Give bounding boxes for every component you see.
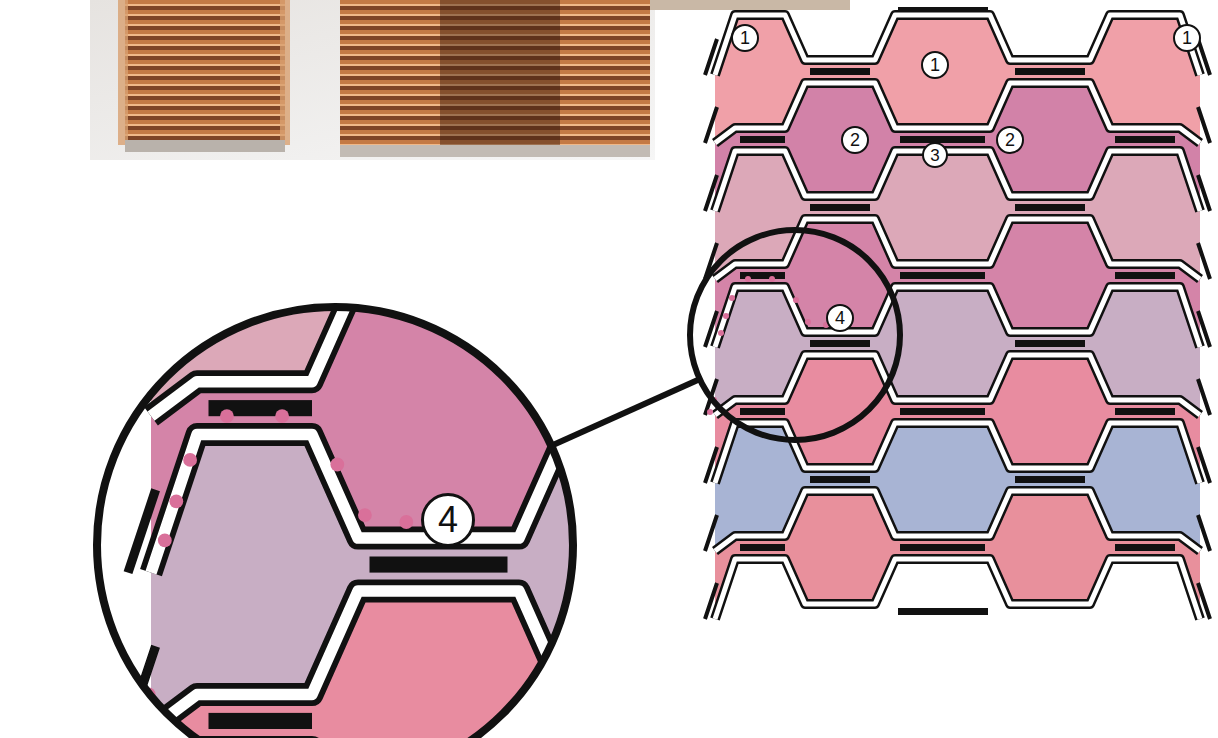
- contact-bar: [810, 340, 1085, 347]
- callout-number: 2: [996, 126, 1024, 154]
- callout-number: 4: [421, 493, 475, 547]
- zoom-view: [95, 0, 1218, 738]
- sheet-core: [715, 15, 1200, 619]
- callout-number: 3: [922, 142, 948, 168]
- zoom-leader: [553, 379, 700, 445]
- fin-edge: [280, 0, 290, 145]
- photo-strip: [650, 0, 850, 10]
- fin-block-photo: [340, 0, 650, 150]
- callout-number: 1: [1173, 24, 1201, 52]
- fluid-band: [715, 423, 1200, 558]
- callout-number: 1: [921, 51, 949, 79]
- contact-bar: [810, 204, 1085, 211]
- zoom-circle: [97, 307, 573, 738]
- contact-bar: [740, 408, 1175, 415]
- fin-edge: [118, 0, 128, 145]
- edge-strips: [705, 39, 1210, 619]
- fluid-band: [715, 287, 1200, 422]
- fin-base: [340, 145, 650, 157]
- detail-circle: [690, 230, 900, 440]
- callout-number: 1: [731, 24, 759, 52]
- fluid-band: [715, 15, 1200, 150]
- droplet-dots: [707, 276, 829, 415]
- photo-background: [90, 0, 655, 160]
- fluid-band: [715, 151, 1200, 286]
- fin-block-photo: [125, 0, 285, 145]
- contact-bar: [810, 476, 1085, 483]
- background-fill: [715, 559, 1200, 694]
- contact-bar: [898, 608, 988, 615]
- contact-bar: [740, 544, 1175, 551]
- fin-shadow: [440, 0, 560, 150]
- callout-number: 4: [826, 304, 854, 332]
- fin-base: [125, 140, 285, 152]
- contact-bar: [740, 272, 1175, 279]
- sheet-outline: [715, 15, 1200, 619]
- callout-number: 2: [841, 126, 869, 154]
- fin-stack: [705, 7, 1210, 694]
- contact-bar: [740, 136, 1175, 143]
